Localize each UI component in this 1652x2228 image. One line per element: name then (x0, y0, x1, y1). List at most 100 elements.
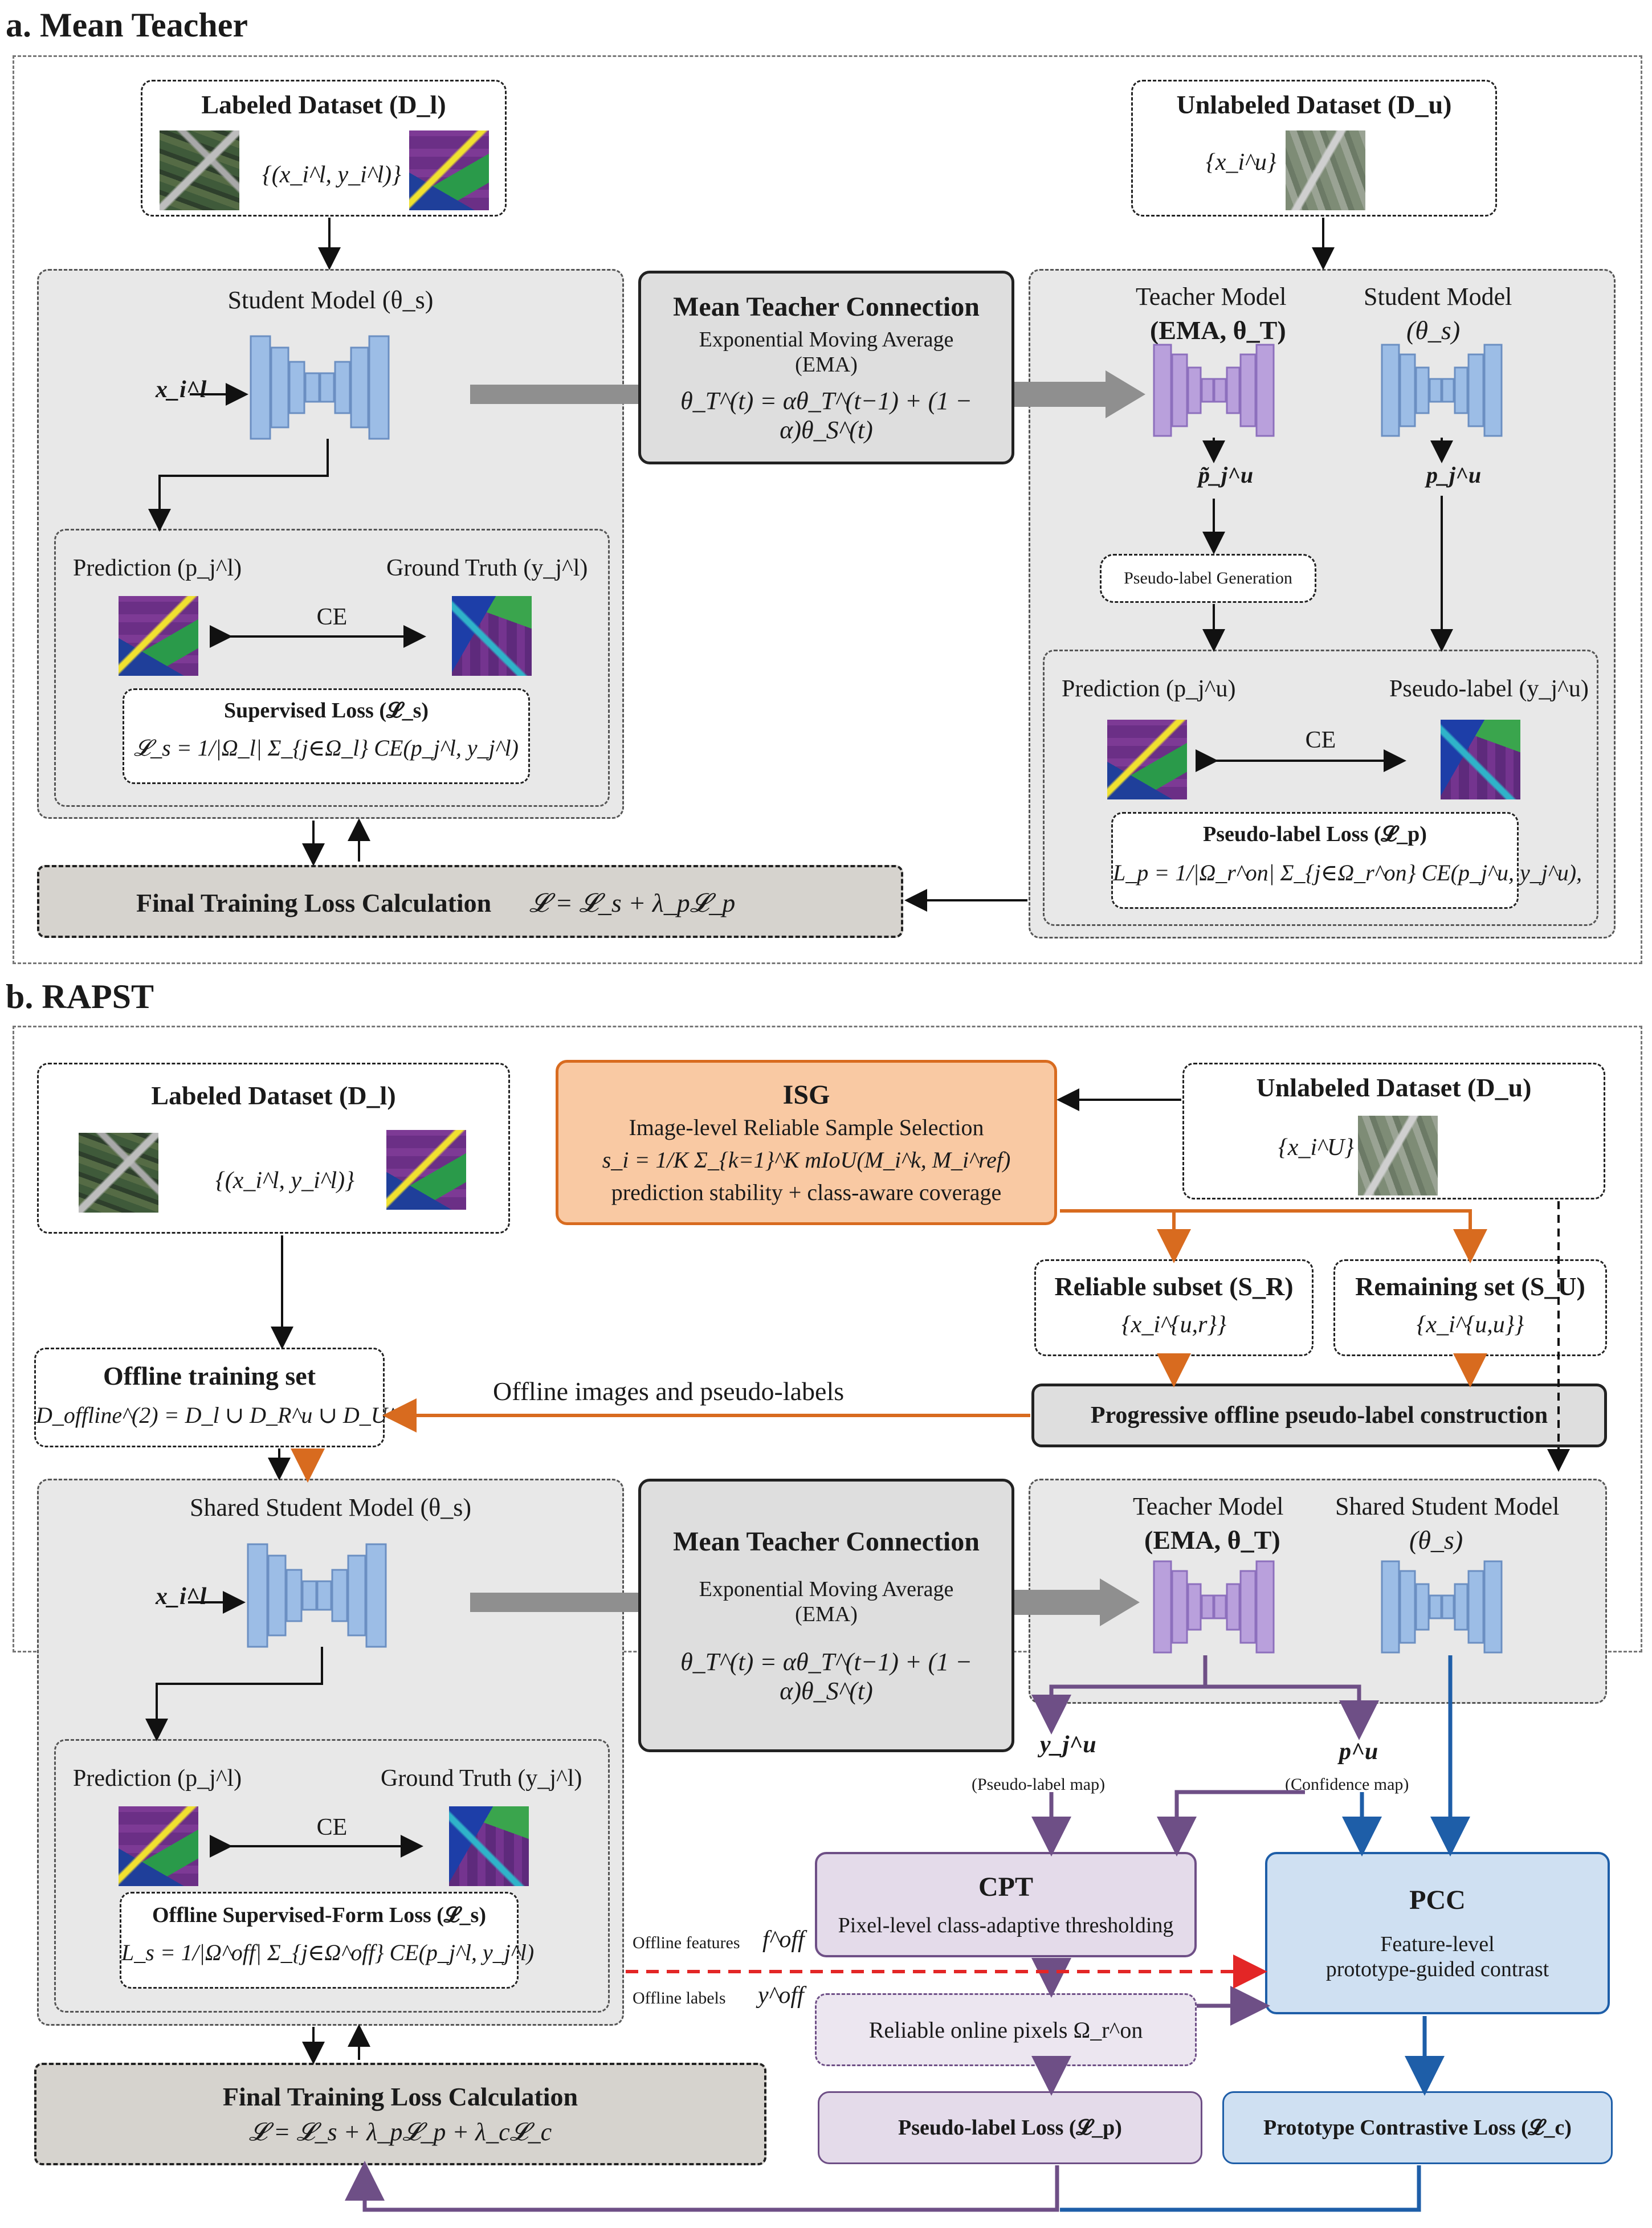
mt-title-b: Mean Teacher Connection (673, 1526, 980, 1557)
ce-label: CE (316, 604, 348, 630)
labeled-formula-b: {(x_i^l, y_i^l)} (215, 1168, 354, 1194)
prediction-label: Prediction (p_j^l) (73, 555, 242, 581)
mt-sub2-b: (EMA) (795, 1602, 858, 1626)
isg-title: ISG (782, 1080, 830, 1110)
prediction-u-mask (1107, 720, 1187, 799)
pseudo-inner-panel: Prediction (p_j^u) Pseudo-label (y_j^u) … (1043, 650, 1598, 926)
final-loss-box: Final Training Loss Calculation 𝓛 = 𝓛_s … (37, 865, 903, 938)
mt-formula-b: θ_T^(t) = αθ_T^(t−1) + (1 − α)θ_S^(t) (680, 1647, 972, 1705)
pseudo-label-mask (1441, 720, 1520, 799)
teacher-model-title: Teacher Model (1136, 283, 1287, 311)
offline-loss-title: Offline Supervised-Form Loss (𝓛_s) (152, 1903, 486, 1927)
ce-label-b: CE (316, 1814, 348, 1841)
unlabeled-formula: {x_i^u} (1206, 149, 1276, 176)
student-input-label: x_i^l (156, 377, 207, 403)
ce-label-right: CE (1305, 727, 1336, 753)
mt-sub1: Exponential Moving Average (699, 327, 954, 352)
prediction-mask-b (119, 1806, 198, 1886)
supervised-loss-formula: 𝓛_s = 1/|Ω_l| Σ_{j∈Ω_l} CE(p_j^l, y_j^l) (133, 735, 519, 761)
remaining-set-formula: {x_i^{u,u}} (1416, 1312, 1524, 1338)
offline-loss-formula: L_s = 1/|Ω^off| Σ_{j∈Ω^off} CE(p_j^l, y_… (121, 1940, 535, 1965)
shared-student-input: x_i^l (156, 1584, 207, 1610)
reliable-subset-box: Reliable subset (S_R) {x_i^{u,r}} (1034, 1259, 1314, 1356)
unlabeled-formula-b: {x_i^U} (1278, 1135, 1354, 1161)
remaining-set-title: Remaining set (S_U) (1355, 1272, 1585, 1301)
unlabeled-dataset-title: Unlabeled Dataset (D_u) (1176, 90, 1452, 119)
y-off-symbol: y^off (758, 1982, 804, 2009)
labeled-dataset-title-b: Labeled Dataset (D_l) (151, 1081, 396, 1110)
prototype-contrastive-loss-box: Prototype Contrastive Loss (𝓛_c) (1222, 2091, 1613, 2164)
shared-student-params-right: (θ_s) (1409, 1525, 1463, 1554)
unlabeled-dataset-title-b: Unlabeled Dataset (D_u) (1256, 1073, 1532, 1102)
prototype-contrastive-loss-label: Prototype Contrastive Loss (𝓛_c) (1263, 2116, 1572, 2140)
student-params-right: (θ_s) (1406, 316, 1461, 345)
pseudo-label-loss-box: Pseudo-label Loss (𝓛_p) (818, 2091, 1202, 2164)
student-output: p_j^u (1426, 462, 1482, 488)
final-loss-formula-b: 𝓛 = 𝓛_s + λ_p𝓛_p + λ_c𝓛_c (248, 2118, 552, 2146)
ground-truth-mask-b (449, 1806, 529, 1886)
remaining-set-box: Remaining set (S_U) {x_i^{u,u}} (1333, 1259, 1607, 1356)
unlabeled-dataset-box-b: Unlabeled Dataset (D_u) {x_i^U} (1182, 1063, 1605, 1199)
reliable-subset-formula: {x_i^{u,r}} (1121, 1312, 1227, 1338)
pseudo-label-generation-label: Pseudo-label Generation (1124, 569, 1292, 587)
offline-labels-label: Offline labels (633, 1989, 726, 2007)
shared-student-title: Shared Student Model (θ_s) (189, 1494, 471, 1521)
final-loss-box-b: Final Training Loss Calculation 𝓛 = 𝓛_s … (34, 2063, 766, 2165)
ground-truth-label: Ground Truth (y_j^l) (386, 555, 588, 581)
teacher-title-b: Teacher Model (1133, 1492, 1284, 1520)
section-a-frame (13, 55, 1642, 964)
f-off-symbol: f^off (762, 1927, 805, 1953)
labeled-dataset-box-b: Labeled Dataset (D_l) {(x_i^l, y_i^l)} (37, 1063, 510, 1234)
offline-loss-box: Offline Supervised-Form Loss (𝓛_s) L_s =… (120, 1892, 535, 1989)
offline-training-set-title: Offline training set (103, 1361, 316, 1390)
cpt-sub: Pixel-level class-adaptive thresholding (838, 1913, 1174, 1937)
labeled-formula: {(x_i^l, y_i^l)} (262, 162, 401, 188)
supervised-loss-title: Supervised Loss (𝓛_s) (223, 699, 429, 723)
pcc-sub1: Feature-level (1380, 1932, 1495, 1956)
supervised-inner-panel: Prediction (p_j^l) Ground Truth (y_j^l) … (54, 529, 610, 807)
label-mask-image (409, 130, 489, 210)
prediction-mask (119, 596, 198, 676)
offline-training-set-formula: D_offline^(2) = D_l ∪ D_R^u ∪ D_U^u (36, 1402, 409, 1428)
isg-formula: s_i = 1/K Σ_{k=1}^K mIoU(M_i^k, M_i^ref) (602, 1147, 1011, 1173)
pcc-box: PCC Feature-level prototype-guided contr… (1265, 1852, 1610, 2014)
mt-formula: θ_T^(t) = αθ_T^(t−1) + (1 − α)θ_S^(t) (680, 386, 972, 444)
mean-teacher-connection-box-b: Mean Teacher Connection Exponential Movi… (638, 1479, 1014, 1752)
isg-box: ISG Image-level Reliable Sample Selectio… (556, 1060, 1057, 1225)
isg-note: prediction stability + class-aware cover… (611, 1180, 1002, 1205)
progressive-box: Progressive offline pseudo-label constru… (1031, 1384, 1607, 1447)
pseudo-label-loss-label: Pseudo-label Loss (𝓛_p) (898, 2116, 1122, 2140)
confidence-map-symbol: p^u (1339, 1739, 1378, 1765)
labeled-dataset-box: Labeled Dataset (D_l) {(x_i^l, y_i^l)} (141, 80, 507, 217)
isg-sub: Image-level Reliable Sample Selection (629, 1115, 984, 1140)
teacher-output: p̃_j^u (1198, 462, 1254, 488)
cpt-title: CPT (978, 1872, 1033, 1902)
section-a-title: a. Mean Teacher (6, 6, 248, 44)
mt-title: Mean Teacher Connection (673, 291, 980, 322)
pseudo-loss-formula: L_p = 1/|Ω_r^on| Σ_{j∈Ω_r^on} CE(p_j^u, … (1113, 860, 1582, 886)
section-b-title: b. RAPST (6, 978, 154, 1015)
teacher-panel-b: Teacher Model (EMA, θ_T) Shared Student … (1029, 1479, 1607, 1704)
offline-features-label: Offline features (633, 1933, 740, 1952)
mean-teacher-connection-box: Mean Teacher Connection Exponential Movi… (638, 271, 1014, 464)
shared-student-title-right: Shared Student Model (1335, 1492, 1560, 1520)
reliable-pixels-label: Reliable online pixels Ω_r^on (868, 2017, 1143, 2043)
prediction-label-b: Prediction (p_j^l) (73, 1765, 242, 1792)
pcc-sub2: prototype-guided contrast (1325, 1957, 1549, 1981)
unlabeled-dataset-box: Unlabeled Dataset (D_u) {x_i^u} (1131, 80, 1497, 217)
ground-truth-label-b: Ground Truth (y_j^l) (381, 1765, 582, 1792)
final-loss-label-b: Final Training Loss Calculation (222, 2082, 578, 2111)
confidence-map-caption: (Confidence map) (1285, 1775, 1409, 1794)
teacher-params: (EMA, θ_T) (1150, 316, 1286, 345)
progressive-label: Progressive offline pseudo-label constru… (1090, 1402, 1548, 1429)
pcc-title: PCC (1409, 1885, 1466, 1915)
pseudo-loss-title: Pseudo-label Loss (𝓛_p) (1203, 822, 1427, 846)
offline-arrow-label: Offline images and pseudo-labels (493, 1377, 845, 1406)
labeled-dataset-title: Labeled Dataset (D_l) (201, 90, 446, 119)
ground-truth-mask (452, 596, 532, 676)
reliable-subset-title: Reliable subset (S_R) (1054, 1272, 1294, 1301)
unlabeled-satellite-image (1286, 130, 1365, 210)
pseudo-label-generation-box: Pseudo-label Generation (1100, 554, 1316, 603)
satellite-image-b (79, 1133, 158, 1213)
student-model-title-right: Student Model (1364, 283, 1512, 311)
